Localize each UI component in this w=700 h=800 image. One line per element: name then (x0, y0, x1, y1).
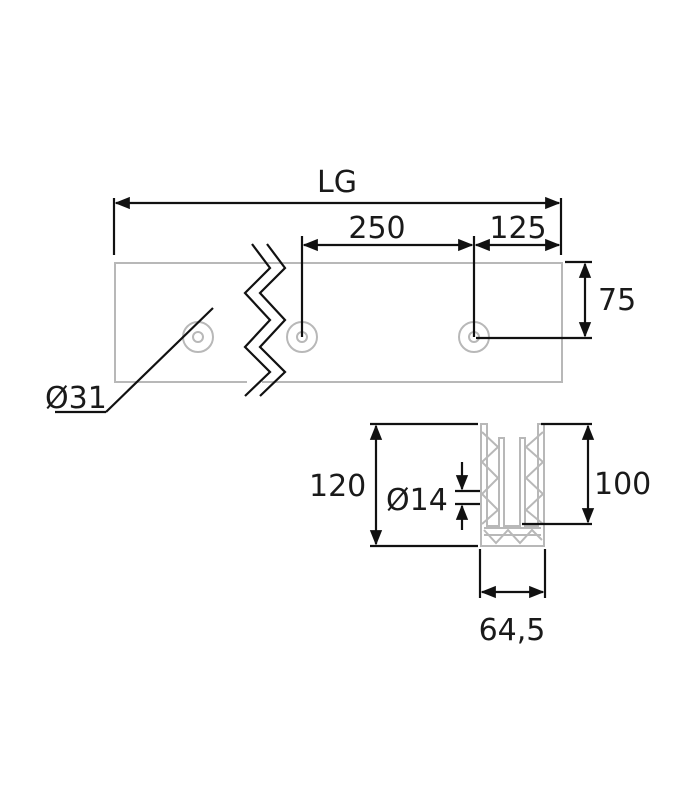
label-overall-length: LG (317, 165, 357, 200)
profile-lattice (480, 431, 545, 545)
label-profile-height: 120 (309, 469, 366, 504)
label-hole-height: 75 (598, 283, 636, 318)
top-view: LG 250 125 75 Ø31 (45, 165, 636, 416)
dim-profile-width: 64,5 (479, 549, 547, 648)
label-slot-diameter: Ø14 (386, 483, 448, 518)
label-profile-width: 64,5 (479, 613, 546, 648)
label-end-distance: 125 (489, 211, 546, 246)
dim-end-distance: 125 (474, 211, 561, 252)
section-view: 120 100 Ø14 64,5 (309, 422, 651, 648)
plate-right-outline (262, 262, 563, 383)
dim-overall-length: LG (112, 165, 563, 255)
dim-slot-diameter: Ø14 (386, 462, 480, 530)
plate-left-outline (114, 262, 270, 383)
label-channel-depth: 100 (594, 467, 651, 502)
dim-hole-spacing: 250 (300, 211, 476, 337)
hole-1 (182, 321, 214, 353)
label-hole-diameter: Ø31 (45, 381, 107, 416)
profile-outline (480, 423, 545, 547)
break-line-right (258, 243, 287, 397)
break-line-left (243, 243, 272, 397)
dim-hole-height: 75 (476, 260, 636, 340)
dim-profile-height: 120 (309, 422, 478, 548)
label-hole-spacing: 250 (348, 211, 405, 246)
dim-channel-depth: 100 (522, 422, 651, 526)
dim-hole-diameter: Ø31 (45, 307, 214, 416)
